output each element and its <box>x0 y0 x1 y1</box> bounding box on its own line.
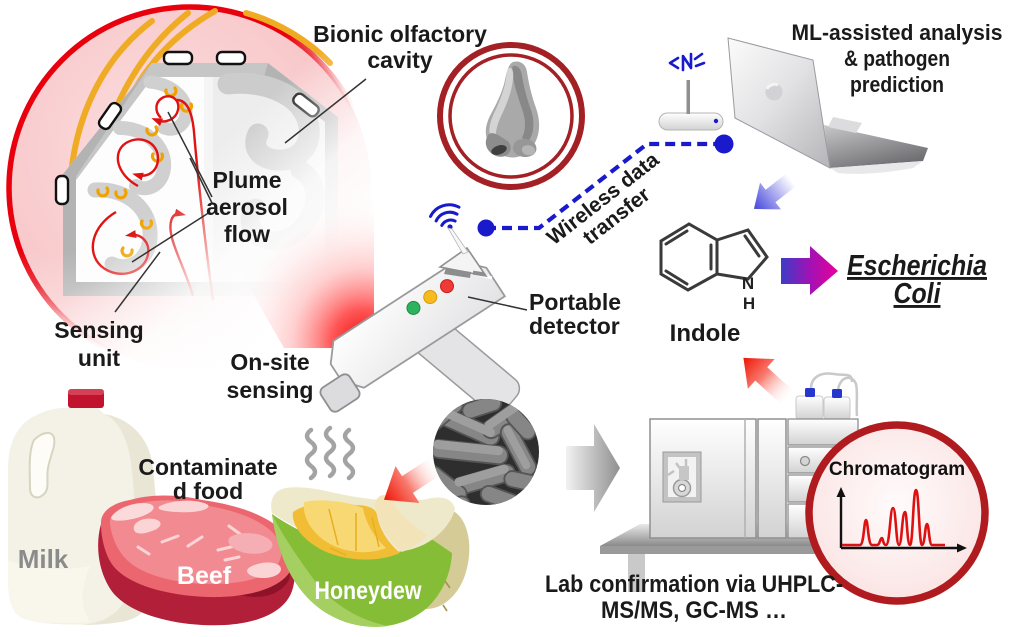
svg-text:ML-assisted analysis: ML-assisted analysis <box>792 20 1003 45</box>
svg-text:N: N <box>742 274 754 293</box>
svg-text:Bionic olfactory: Bionic olfactory <box>313 21 487 47</box>
svg-text:Chromatogram: Chromatogram <box>829 459 965 480</box>
svg-text:Sensing: Sensing <box>54 317 143 343</box>
svg-text:Lab confirmation via UHPLC-: Lab confirmation via UHPLC- <box>545 571 843 598</box>
svg-text:Contaminate: Contaminate <box>138 454 277 480</box>
svg-text:Plume: Plume <box>212 167 281 193</box>
svg-text:unit: unit <box>78 345 120 371</box>
svg-text:cavity: cavity <box>367 47 432 73</box>
svg-text:Escherichia: Escherichia <box>847 250 987 282</box>
svg-text:Coli: Coli <box>894 278 942 310</box>
svg-text:aerosol: aerosol <box>206 194 288 220</box>
svg-text:Indole: Indole <box>670 320 741 347</box>
svg-text:Portable: Portable <box>529 289 621 315</box>
svg-text:On-site: On-site <box>230 349 309 375</box>
svg-text:Milk: Milk <box>18 544 69 574</box>
svg-text:prediction: prediction <box>850 72 944 97</box>
svg-text:MS/MS, GC-MS …: MS/MS, GC-MS … <box>601 597 787 624</box>
svg-text:flow: flow <box>224 221 270 247</box>
svg-text:sensing: sensing <box>227 377 314 403</box>
svg-text:Honeydew: Honeydew <box>315 577 422 605</box>
svg-text:d food: d food <box>173 478 243 504</box>
svg-text:H: H <box>743 294 755 313</box>
svg-text:Beef: Beef <box>177 562 232 590</box>
svg-text:detector: detector <box>529 313 620 339</box>
svg-text:& pathogen: & pathogen <box>844 46 950 71</box>
